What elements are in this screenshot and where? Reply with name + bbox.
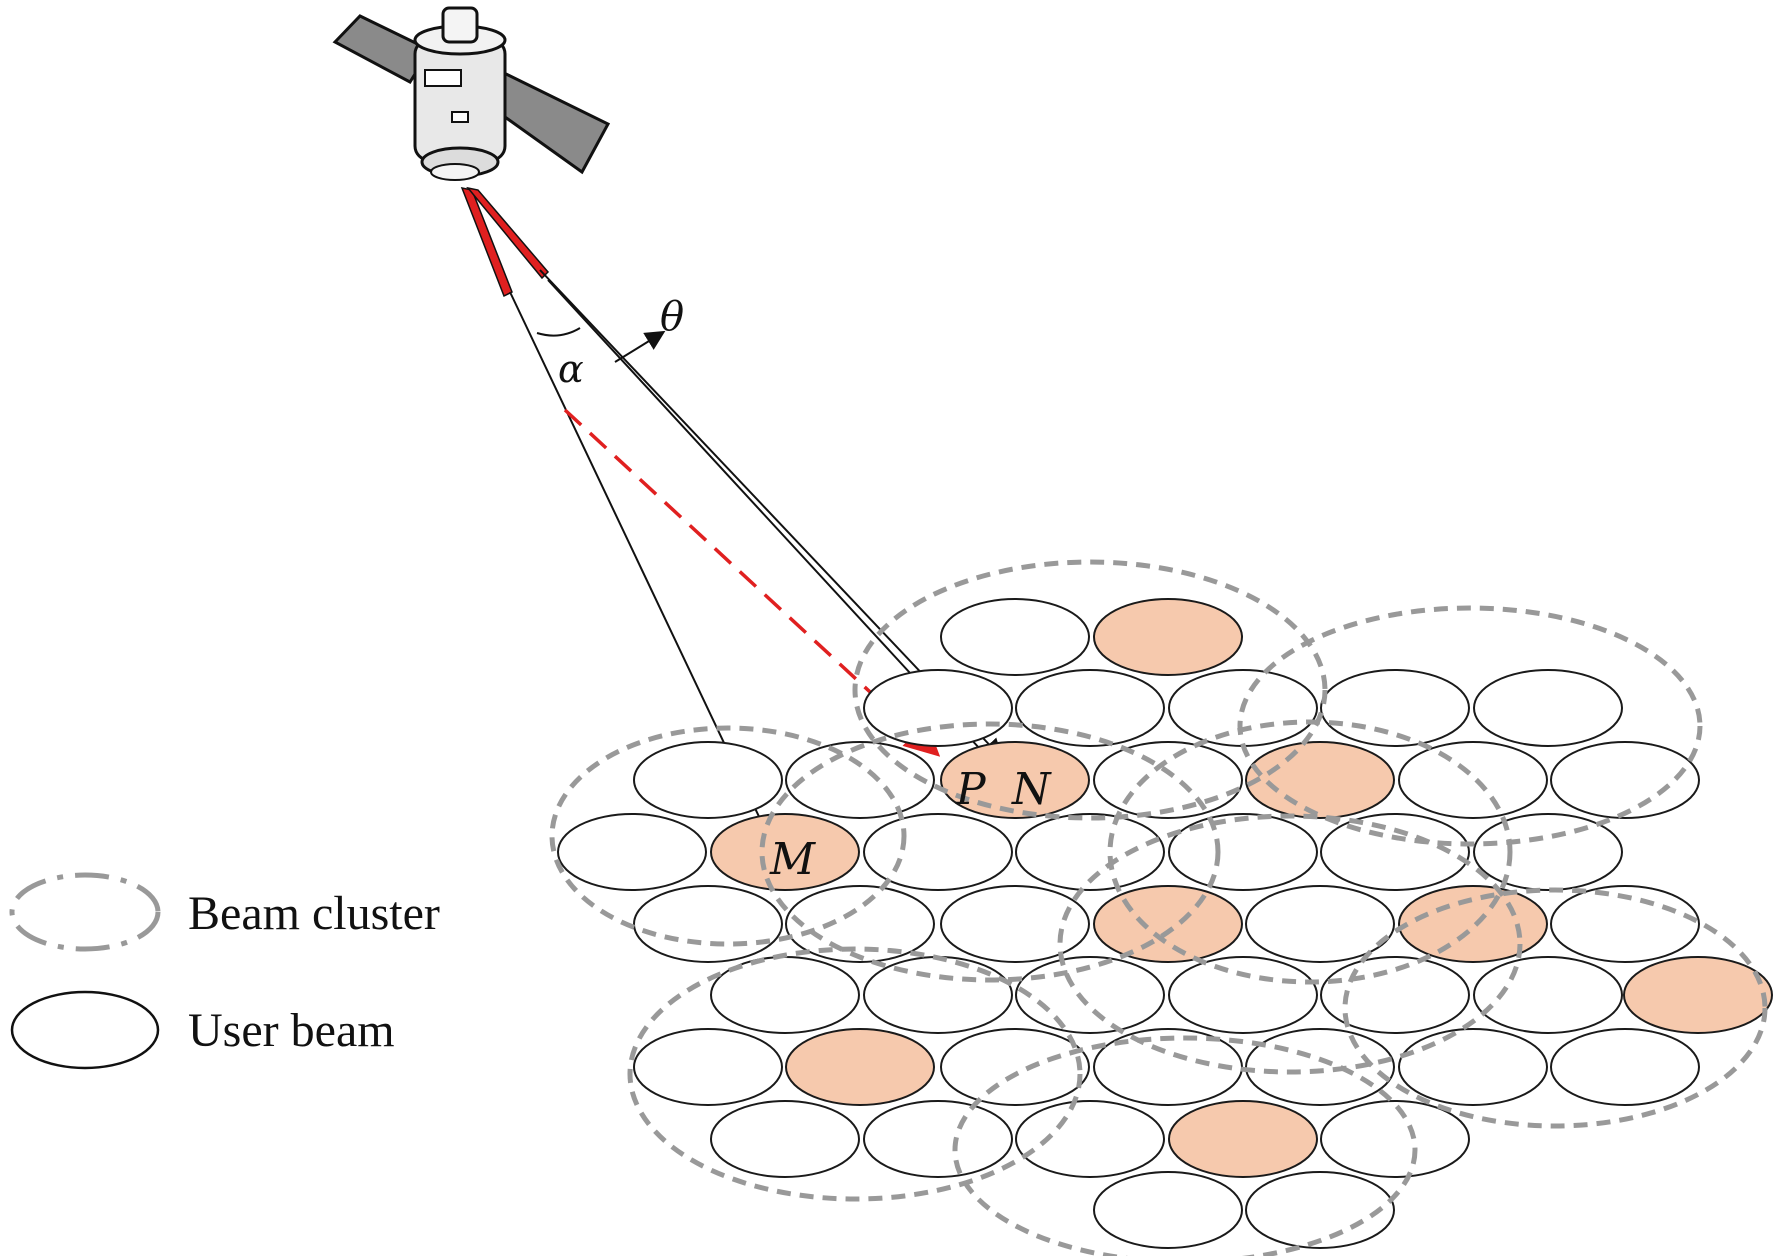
user-beam [940,598,1090,676]
theta-arrow [614,330,666,363]
n-label: N [1011,764,1052,815]
user-beam [863,813,1013,891]
user-beam [1245,1171,1395,1249]
user-beam [633,885,783,963]
user-beam [557,813,707,891]
user-beam [1015,669,1165,747]
beam-cluster [1342,887,1768,1129]
user-beam [1320,956,1470,1034]
highlighted-user-beam [1398,885,1548,963]
user-beam [1168,813,1318,891]
legend-cluster-label: Beam cluster [188,887,440,940]
beam-cluster [549,725,907,947]
user-beam [1473,669,1623,747]
user-beam [785,741,935,819]
satellite-icon [332,6,611,181]
user-beam [1093,1171,1243,1249]
user-beam [1398,1028,1548,1106]
user-beam [785,885,935,963]
user-beam [1015,1100,1165,1178]
highlighted-user-beam [1245,741,1395,819]
beam-cluster [1237,605,1703,847]
user-beam [1473,956,1623,1034]
user-beam [863,1100,1013,1178]
user-beam [863,956,1013,1034]
highlighted-user-beam [1623,956,1773,1034]
user-beam [633,1028,783,1106]
user-beam [1550,741,1700,819]
user-beam [1093,741,1243,819]
user-beam [1015,956,1165,1034]
beam-cluster [627,946,1083,1202]
user-beam [1245,1028,1395,1106]
alpha-label: α [558,347,584,391]
antenna-beams [460,186,550,298]
beam-cluster [1057,813,1523,1075]
user-beam [1550,885,1700,963]
user-beam [1398,741,1548,819]
beam-cluster [852,559,1328,821]
user-beam [1473,813,1623,891]
user-beam [1168,956,1318,1034]
highlighted-user-beam [1093,885,1243,963]
highlighted-user-beam [940,741,1090,819]
m-label: M [769,834,816,885]
user-beam [1320,669,1470,747]
highlighted-user-beam [710,813,860,891]
legend-cluster-swatch [9,872,161,952]
user-beam-grid [557,598,1773,1249]
user-beam [1015,813,1165,891]
beam-cluster [952,1035,1418,1256]
p-label: P [955,764,987,815]
beam-cluster [1107,719,1513,985]
user-beam [1245,885,1395,963]
beam-cluster-group [549,559,1768,1256]
theta-label: θ [660,294,684,340]
user-beam [710,1100,860,1178]
user-beam [1550,1028,1700,1106]
highlighted-user-beam [1093,598,1243,676]
highlighted-user-beam [785,1028,935,1106]
beam-cluster [759,721,1221,983]
legend: Beam cluster User beam [9,872,440,1070]
legend-user-beam-swatch [10,990,160,1070]
user-beam [1320,813,1470,891]
user-beam [863,669,1013,747]
user-beam [940,885,1090,963]
user-beam [940,1028,1090,1106]
legend-user-beam-label: User beam [188,1004,395,1057]
highlighted-user-beam [1168,1100,1318,1178]
user-beam [633,741,783,819]
user-beam [1320,1100,1470,1178]
